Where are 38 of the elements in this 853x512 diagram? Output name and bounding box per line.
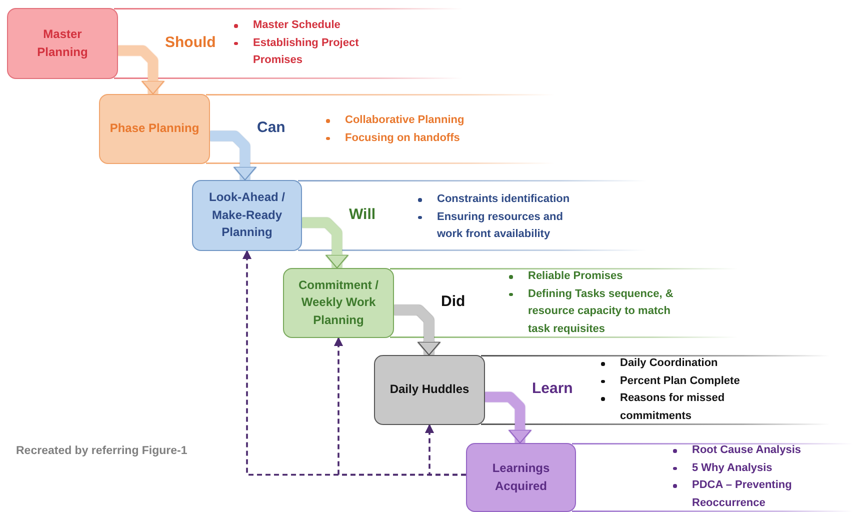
bullet-text: Root Cause Analysis — [692, 444, 802, 456]
bullet-text: Collaborative Planning — [345, 114, 464, 126]
curved-arrow — [302, 218, 348, 268]
process-box — [374, 355, 485, 425]
bullet-text: Constraints identification — [437, 193, 570, 205]
curved-arrow — [118, 46, 164, 94]
node-label: Learnings Acquired — [491, 460, 551, 494]
node-label: Commitment / Weekly Work Planning — [297, 276, 380, 329]
process-box — [99, 94, 210, 164]
process-box — [466, 443, 576, 512]
process-box — [283, 268, 394, 338]
bullet-text: Focusing on handoffs — [345, 132, 460, 144]
edge-label: Can — [257, 119, 286, 136]
bullet-text: 5 Why Analysis — [692, 462, 772, 474]
bullet-text: PDCA – Preventing Reoccurrence — [692, 479, 792, 508]
feedback-arrow — [242, 250, 466, 476]
bullet-text: Daily Coordination — [620, 357, 718, 369]
bullet-text: Reliable Promises — [528, 270, 623, 282]
edge-label: Should — [165, 34, 216, 51]
edge-label: Will — [349, 206, 376, 223]
source-note: Recreated by referring Figure-1 — [16, 444, 188, 459]
bullet-text: Percent Plan Complete — [620, 374, 740, 386]
bullet-text: Defining Tasks sequence, & resource capacity to match task requisites — [528, 288, 674, 334]
edge-label: Did — [441, 293, 466, 310]
edge-label: Learn — [532, 380, 573, 397]
node-label: Master Planning — [36, 26, 89, 60]
curved-arrow — [210, 131, 256, 180]
bullet-text: Ensuring resources and work front availability — [437, 210, 563, 240]
bullet-text: Reasons for missed commitments — [620, 392, 725, 422]
process-box — [192, 180, 302, 251]
curved-arrow — [485, 392, 532, 444]
node-label: Daily Huddles — [388, 381, 470, 398]
bullet-text: Establishing Project Promises — [253, 36, 359, 66]
bullet-text: Master Schedule — [253, 19, 340, 31]
node-label: Look-Ahead / Make-Ready Planning — [208, 189, 286, 242]
curved-arrow — [394, 305, 440, 356]
process-box — [7, 8, 118, 79]
node-label: Phase Planning — [108, 120, 200, 138]
